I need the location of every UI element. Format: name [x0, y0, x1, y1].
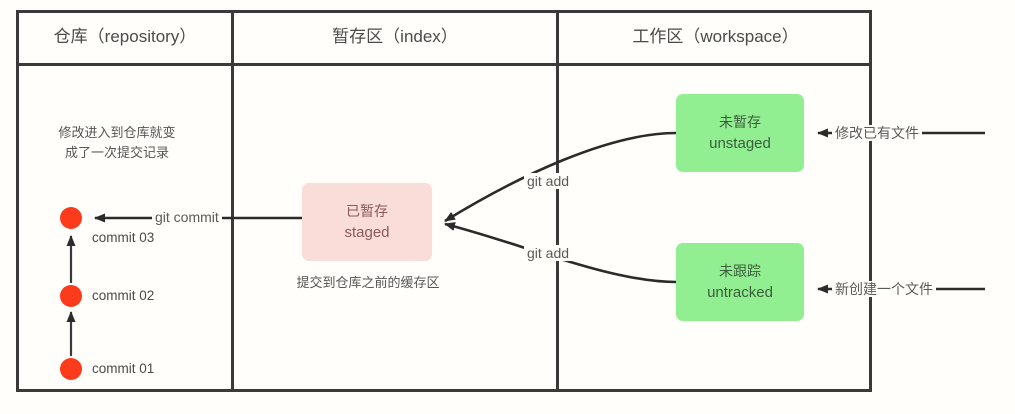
column-divider-1	[231, 10, 234, 392]
commit-label-01: commit 01	[92, 361, 155, 376]
diagram-frame	[16, 10, 872, 392]
repository-note: 修改进入到仓库就变 成了一次提交记录	[58, 125, 176, 160]
node-unstaged-label-cn: 未暂存	[719, 114, 761, 130]
node-unstaged[interactable]: 未暂存 unstaged	[676, 94, 804, 172]
node-untracked[interactable]: 未跟踪 untracked	[676, 243, 804, 321]
column-title-repository: 仓库（repository）	[53, 27, 197, 46]
edge-label-git-add-top: git add	[524, 173, 573, 189]
edge-label-modify-existing: 修改已有文件	[832, 125, 922, 141]
commit-node-02	[60, 285, 82, 307]
node-staged[interactable]: 已暂存 staged	[302, 183, 432, 261]
commit-node-01	[60, 358, 82, 380]
column-title-index: 暂存区（index）	[332, 27, 458, 46]
column-title-workspace: 工作区（workspace）	[632, 27, 799, 46]
node-untracked-label-en: untracked	[707, 284, 773, 301]
commit-label-03: commit 03	[92, 230, 155, 245]
node-unstaged-label-en: unstaged	[709, 135, 771, 152]
header-separator	[16, 63, 872, 66]
edge-label-create-new: 新创建一个文件	[832, 281, 936, 297]
edge-label-git-commit: git commit	[152, 209, 222, 225]
node-staged-label-en: staged	[344, 224, 390, 241]
node-staged-label-cn: 已暂存	[346, 203, 388, 219]
staged-note: 提交到仓库之前的缓存区	[296, 275, 440, 290]
edge-label-git-add-bottom: git add	[524, 245, 573, 261]
commit-label-02: commit 02	[92, 288, 155, 303]
commit-node-03	[60, 207, 82, 229]
column-divider-2	[556, 10, 559, 392]
node-untracked-label-cn: 未跟踪	[719, 263, 761, 279]
